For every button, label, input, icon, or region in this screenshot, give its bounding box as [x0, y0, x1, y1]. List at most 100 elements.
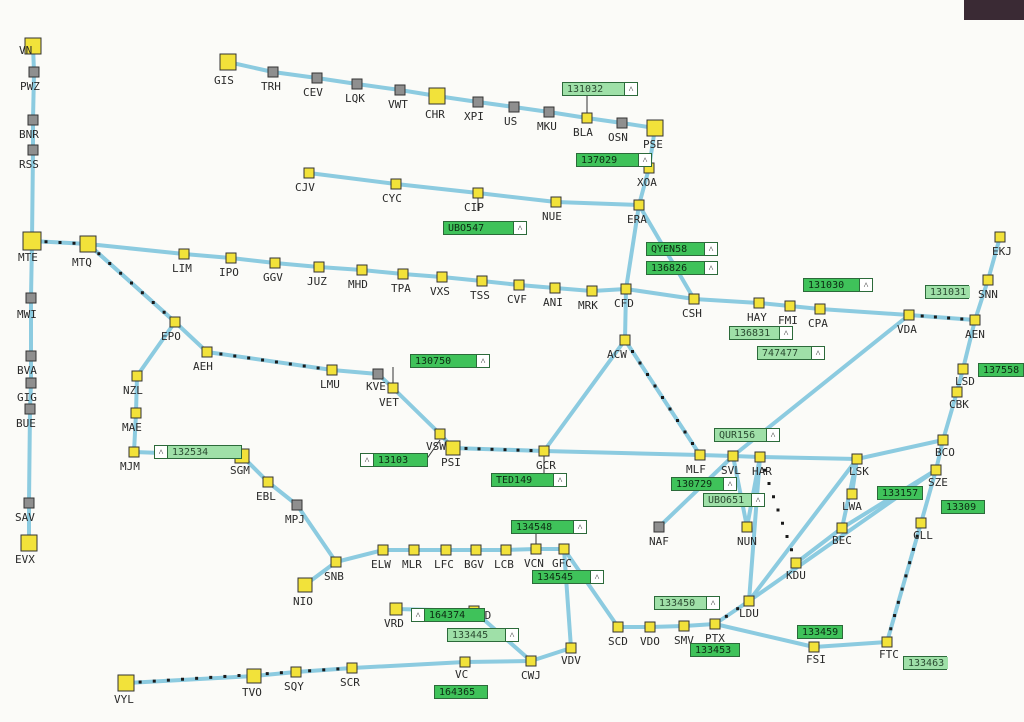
- station-marker[interactable]: [549, 282, 561, 294]
- station-sze[interactable]: SZE: [928, 464, 948, 489]
- station-marker[interactable]: [372, 368, 384, 380]
- station-vc[interactable]: VC: [455, 656, 471, 681]
- station-smv[interactable]: SMV: [674, 620, 694, 647]
- station-marker[interactable]: [178, 248, 190, 260]
- station-cll[interactable]: CLL: [913, 517, 933, 542]
- station-ani[interactable]: ANI: [543, 282, 563, 309]
- station-scd[interactable]: SCD: [608, 621, 628, 648]
- expand-chevron-icon[interactable]: ˄: [412, 609, 425, 621]
- station-marker[interactable]: [881, 636, 893, 648]
- station-marker[interactable]: [470, 544, 482, 556]
- station-fmi[interactable]: FMI: [778, 300, 798, 327]
- train-tag-137029[interactable]: 137029˄: [576, 153, 652, 167]
- station-marker[interactable]: [903, 309, 915, 321]
- station-nio[interactable]: NIO: [293, 577, 313, 608]
- station-marker[interactable]: [436, 271, 448, 283]
- station-marker[interactable]: [24, 403, 36, 415]
- expand-chevron-icon[interactable]: ˄: [779, 327, 792, 339]
- station-marker[interactable]: [846, 488, 858, 500]
- station-marker[interactable]: [267, 66, 279, 78]
- station-lqk[interactable]: LQK: [345, 78, 365, 105]
- train-tag-134545[interactable]: 134545˄: [532, 570, 604, 584]
- station-ebl[interactable]: EBL: [256, 476, 276, 503]
- station-vet[interactable]: VET: [379, 382, 399, 409]
- station-marker[interactable]: [550, 196, 562, 208]
- station-pse[interactable]: PSE: [643, 119, 664, 151]
- station-marker[interactable]: [22, 231, 42, 251]
- station-marker[interactable]: [303, 167, 315, 179]
- station-fsi[interactable]: FSI: [806, 641, 826, 666]
- expand-chevron-icon[interactable]: ˄: [723, 478, 736, 490]
- station-marker[interactable]: [131, 370, 143, 382]
- station-ekj[interactable]: EKJ: [992, 231, 1012, 258]
- station-cip[interactable]: CIP: [464, 187, 484, 214]
- station-mjm[interactable]: MJM: [120, 446, 140, 473]
- station-juz[interactable]: JUZ: [307, 261, 327, 288]
- station-vrd[interactable]: VRD: [384, 602, 404, 630]
- station-marker[interactable]: [969, 314, 981, 326]
- station-marker[interactable]: [408, 544, 420, 556]
- expand-chevron-icon[interactable]: ˄: [638, 154, 651, 166]
- station-ptx[interactable]: PTX: [705, 618, 725, 645]
- station-marker[interactable]: [538, 445, 550, 457]
- train-tag-136826[interactable]: 136826˄: [646, 261, 718, 275]
- station-nun[interactable]: NUN: [737, 521, 757, 548]
- station-marker[interactable]: [24, 37, 42, 55]
- station-marker[interactable]: [472, 187, 484, 199]
- station-marker[interactable]: [472, 96, 484, 108]
- station-marker[interactable]: [688, 293, 700, 305]
- station-epo[interactable]: EPO: [161, 316, 181, 343]
- train-tag-134548[interactable]: 134548˄: [511, 520, 587, 534]
- station-ftc[interactable]: FTC: [879, 636, 899, 661]
- station-marker[interactable]: [513, 279, 525, 291]
- train-tag-ted149[interactable]: TED149˄: [491, 473, 567, 487]
- station-marker[interactable]: [616, 117, 628, 129]
- station-tvo[interactable]: TVO: [242, 668, 262, 699]
- station-marker[interactable]: [586, 285, 598, 297]
- station-marker[interactable]: [246, 668, 262, 684]
- station-cvf[interactable]: CVF: [507, 279, 527, 306]
- train-tag-136831[interactable]: 136831˄: [729, 326, 793, 340]
- station-kdu[interactable]: KDU: [786, 557, 806, 582]
- station-marker[interactable]: [543, 106, 555, 118]
- station-marker[interactable]: [351, 78, 363, 90]
- station-marker[interactable]: [346, 662, 358, 674]
- expand-chevron-icon[interactable]: ˄: [704, 262, 717, 274]
- station-bue[interactable]: BUE: [16, 403, 36, 430]
- station-cyc[interactable]: CYC: [382, 178, 402, 205]
- station-marker[interactable]: [633, 199, 645, 211]
- station-marker[interactable]: [25, 350, 37, 362]
- station-csh[interactable]: CSH: [682, 293, 702, 320]
- station-vyl[interactable]: VYL: [114, 674, 135, 706]
- station-marker[interactable]: [814, 303, 826, 315]
- station-rss[interactable]: RSS: [19, 144, 39, 171]
- station-marker[interactable]: [620, 283, 632, 295]
- station-kve[interactable]: KVE: [366, 368, 386, 393]
- station-bgv[interactable]: BGV: [464, 544, 484, 571]
- station-mte[interactable]: MTE: [18, 231, 42, 264]
- station-marker[interactable]: [269, 257, 281, 269]
- expand-chevron-icon[interactable]: ˄: [553, 474, 566, 486]
- station-marker[interactable]: [709, 618, 721, 630]
- station-marker[interactable]: [445, 440, 461, 456]
- station-marker[interactable]: [428, 87, 446, 105]
- station-bec[interactable]: BEC: [832, 522, 852, 547]
- station-chr[interactable]: CHR: [425, 87, 446, 121]
- station-trh[interactable]: TRH: [261, 66, 281, 93]
- train-tag-130729[interactable]: 130729˄: [671, 477, 737, 491]
- station-snb[interactable]: SNB: [324, 556, 344, 583]
- station-lim[interactable]: LIM: [172, 248, 192, 275]
- station-vcn[interactable]: VCN: [524, 543, 544, 570]
- station-scr[interactable]: SCR: [340, 662, 360, 689]
- station-lfc[interactable]: LFC: [434, 544, 454, 571]
- train-tag-133157[interactable]: 133157: [877, 486, 923, 500]
- train-tag-ubo651[interactable]: UBO651˄: [703, 493, 765, 507]
- station-us[interactable]: US: [504, 101, 520, 128]
- station-gfc[interactable]: GFC: [552, 543, 572, 570]
- station-evx[interactable]: EVX: [15, 534, 38, 566]
- station-marker[interactable]: [727, 450, 739, 462]
- station-marker[interactable]: [646, 119, 664, 137]
- train-tag-131030[interactable]: 131030˄: [803, 278, 873, 292]
- station-vsw[interactable]: VSW: [426, 428, 446, 453]
- station-marker[interactable]: [297, 577, 313, 593]
